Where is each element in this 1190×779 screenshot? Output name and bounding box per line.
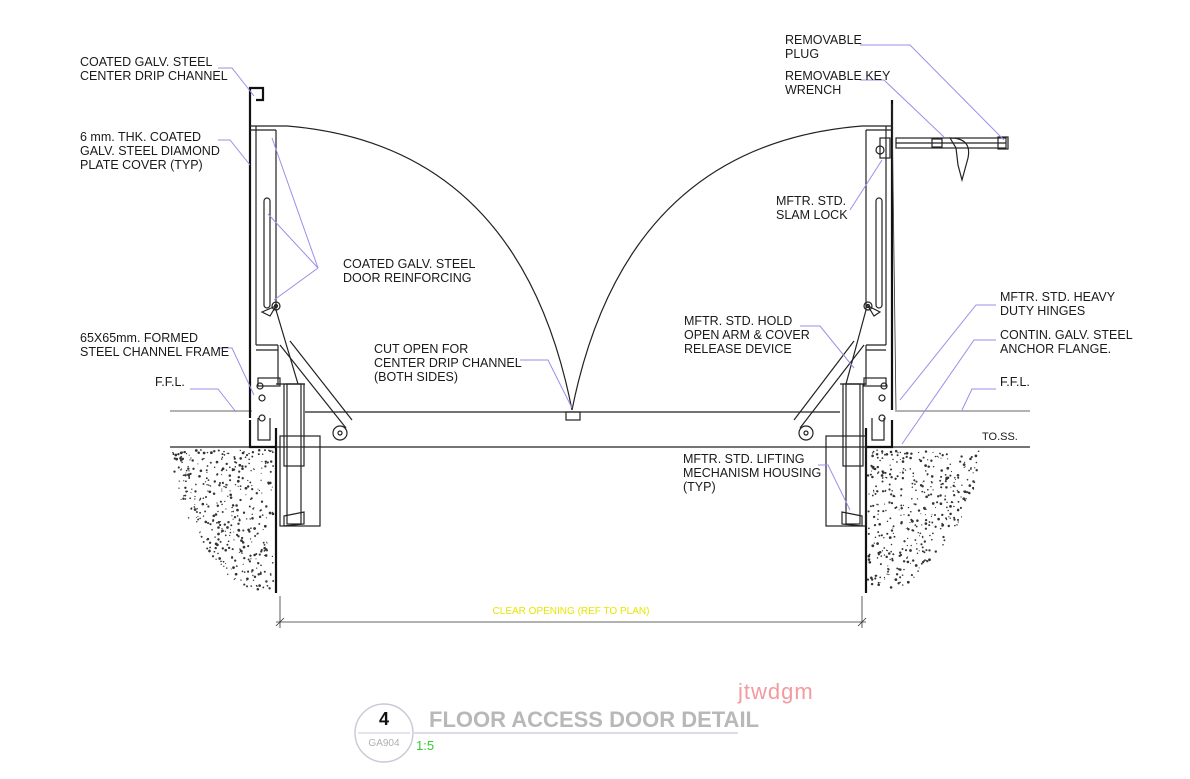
label-anchor-flange: CONTIN. GALV. STEEL ANCHOR FLANGE. <box>1000 328 1136 356</box>
clear-opening-label: CLEAR OPENING (REF TO PLAN) <box>493 606 650 617</box>
label-removable-key: REMOVABLE KEY WRENCH <box>785 69 894 97</box>
door-swing-arcs <box>286 125 863 411</box>
sheet-reference: GA904 <box>368 738 400 749</box>
detail-bubble <box>354 703 414 763</box>
label-center-drip-channel: COATED GALV. STEEL CENTER DRIP CHANNEL <box>80 55 228 83</box>
watermark: jtwdgm <box>737 679 814 704</box>
label-lifting-housing: MFTR. STD. LIFTING MECHANISM HOUSING (TY… <box>683 452 825 494</box>
left-lifting-arm <box>275 309 353 441</box>
label-channel-frame: 65X65mm. FORMED STEEL CHANNEL FRAME <box>80 331 229 359</box>
closed-cover-line <box>276 411 866 448</box>
label-ffl-left: F.F.L. <box>155 375 185 389</box>
label-slam-lock: MFTR. STD. SLAM LOCK <box>776 194 850 222</box>
right-lifting-arm <box>793 309 867 441</box>
detail-title: FLOOR ACCESS DOOR DETAIL <box>429 707 759 732</box>
concrete-right <box>866 448 982 592</box>
right-door-leaf <box>862 100 897 411</box>
leader-lines <box>190 44 1005 511</box>
right-channel-frame <box>825 377 894 527</box>
label-hold-open-arm: MFTR. STD. HOLD OPEN ARM & COVER RELEASE… <box>684 314 813 356</box>
key-wrench <box>895 136 1009 183</box>
label-removable-plug: REMOVABLE PLUG <box>785 33 865 61</box>
clear-opening-dimension: CLEAR OPENING (REF TO PLAN) <box>275 596 867 628</box>
annotation-labels: COATED GALV. STEEL CENTER DRIP CHANNEL 6… <box>80 33 1136 494</box>
concrete-left <box>170 448 276 592</box>
left-channel-frame <box>248 377 321 527</box>
label-diamond-plate-cover: 6 mm. THK. COATED GALV. STEEL DIAMOND PL… <box>80 130 223 172</box>
title-block: 4 GA904 FLOOR ACCESS DOOR DETAIL 1:5 jtw… <box>354 679 814 763</box>
detail-scale: 1:5 <box>416 738 434 753</box>
label-cut-open: CUT OPEN FOR CENTER DRIP CHANNEL (BOTH S… <box>374 342 525 384</box>
label-ffl-right: F.F.L. <box>1000 375 1030 389</box>
label-toss: TO.SS. <box>982 431 1018 443</box>
left-door-leaf <box>248 86 287 418</box>
label-door-reinforcing: COATED GALV. STEEL DOOR REINFORCING <box>343 257 478 285</box>
label-hinges: MFTR. STD. HEAVY DUTY HINGES <box>1000 290 1118 318</box>
detail-number: 4 <box>379 709 389 729</box>
